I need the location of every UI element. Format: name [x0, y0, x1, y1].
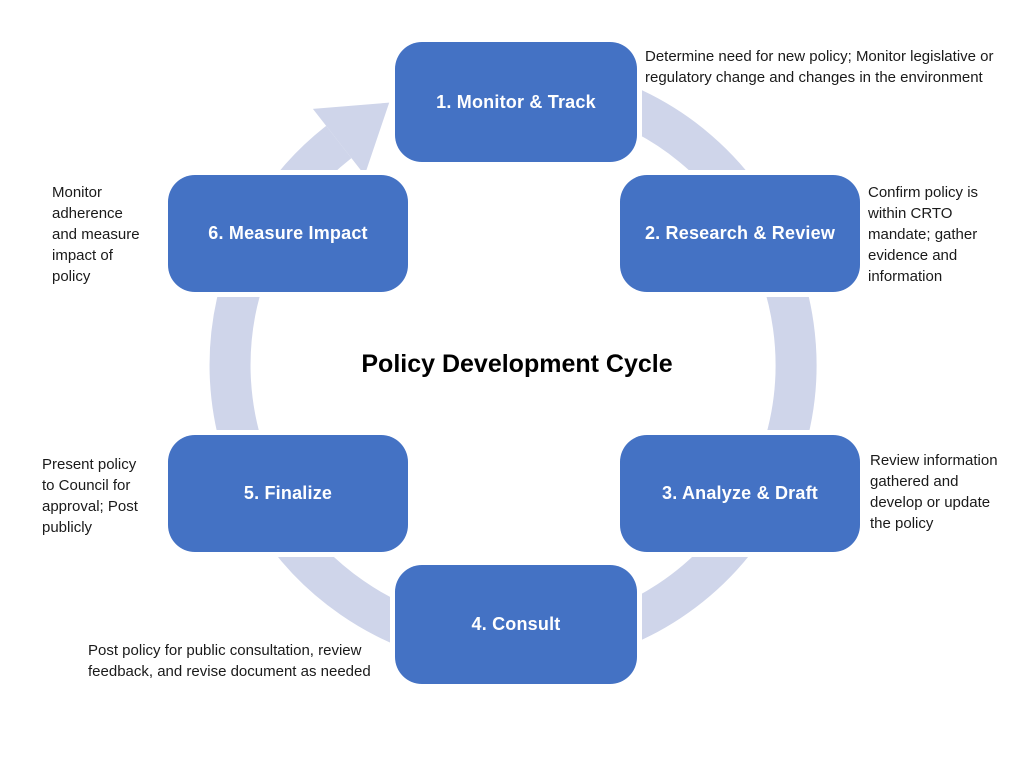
- step-box-4: 4. Consult: [395, 565, 637, 684]
- step-box-5: 5. Finalize: [168, 435, 408, 552]
- diagram-title: Policy Development Cycle: [361, 350, 673, 378]
- step-label-1: 1. Monitor & Track: [436, 91, 596, 112]
- step-label-2: 2. Research & Review: [644, 223, 836, 243]
- step-note-6: Monitor adherence and measure impact of …: [52, 184, 140, 285]
- step-label-6: 6. Measure Impact: [208, 223, 368, 243]
- step-label-4: 4. Consult: [471, 614, 561, 634]
- step-box-1: 1. Monitor & Track: [395, 42, 637, 162]
- cycle-arrowhead-icon: [312, 102, 390, 176]
- step-note-4: Post policy for public consultation, rev…: [88, 642, 371, 680]
- step-box-3: 3. Analyze & Draft: [620, 435, 860, 552]
- step-label-3: 3. Analyze & Draft: [662, 483, 818, 503]
- step-note-5: Present policy to Council for approval; …: [42, 456, 138, 536]
- step-note-1: Determine need for new policy; Monitor l…: [645, 48, 994, 86]
- step-box-2: 2. Research & Review: [620, 175, 860, 292]
- step-label-5: 5. Finalize: [243, 483, 333, 503]
- step-box-6: 6. Measure Impact: [168, 175, 408, 292]
- step-note-2: Confirm policy is within CRTO mandate; g…: [868, 184, 979, 285]
- step-note-3: Review information gathered and develop …: [870, 452, 998, 532]
